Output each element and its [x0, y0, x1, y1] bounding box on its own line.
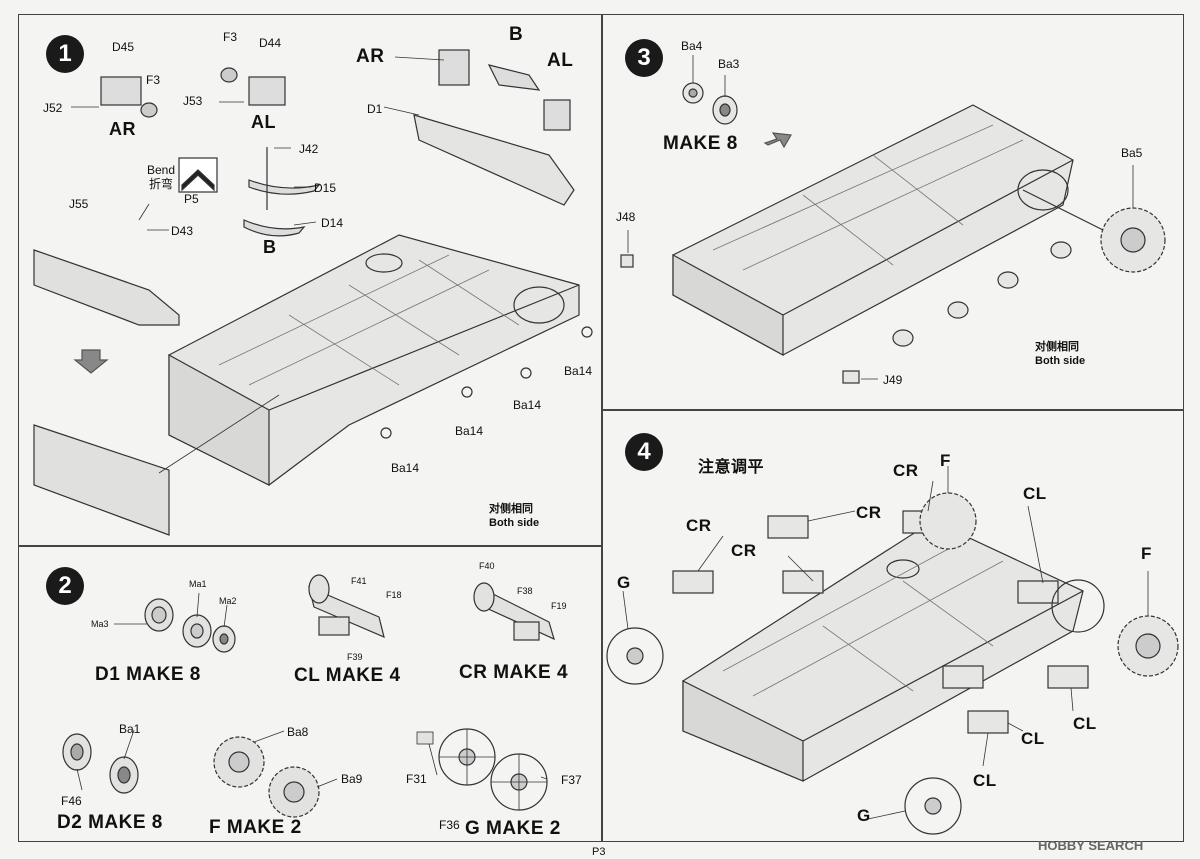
part-label-d1: D1	[367, 102, 383, 116]
caption-g-make-2: G MAKE 2	[465, 818, 561, 839]
d1-subassembly	[413, 114, 575, 206]
part-label-d44: D44	[259, 36, 282, 50]
part-label-f46: F46	[61, 794, 82, 808]
bend-label-cn: 折弯	[149, 177, 174, 191]
subassembly-label-cl: CL	[1021, 729, 1045, 748]
caption-cr-make-4: CR MAKE 4	[459, 662, 569, 683]
part-label-ba5: Ba5	[1121, 146, 1143, 160]
part-label-j42: J42	[299, 142, 319, 156]
part-label-f41: F41	[351, 576, 367, 586]
part-label-ba9: Ba9	[341, 772, 363, 786]
caption-d2-make-8: D2 MAKE 8	[57, 812, 163, 833]
part-label-j48: J48	[616, 210, 636, 224]
step-number: 3	[625, 39, 663, 77]
subassembly-label-cr: CR	[856, 503, 882, 522]
part-label-ba1: Ba1	[119, 722, 141, 736]
part-label-f40: F40	[479, 561, 495, 571]
side-panel-assembled	[33, 424, 170, 536]
subassembly-label-b: B	[509, 24, 524, 45]
part-label-f3: F3	[146, 73, 161, 87]
step-number: 4	[625, 433, 663, 471]
both-side-note: Both side	[489, 517, 540, 529]
part-label-ba14: Ba14	[564, 364, 593, 378]
subassembly-label-cr: CR	[893, 461, 919, 480]
subassembly-label-cl: CL	[1023, 484, 1047, 503]
part-label-f39: F39	[347, 652, 363, 662]
subassembly-label-al: AL	[547, 50, 574, 71]
part-label-ma2: Ma2	[219, 596, 237, 606]
subassembly-label-f: F	[940, 451, 951, 470]
subassembly-label-g: G	[857, 806, 871, 825]
step-2-drawing	[62, 574, 555, 818]
step-4-drawing	[606, 466, 1179, 835]
part-label-ba8: Ba8	[287, 725, 309, 739]
step-number: 1	[46, 35, 84, 73]
step-number: 2	[46, 567, 84, 605]
subassembly-label-cl: CL	[1073, 714, 1097, 733]
part-label-f18: F18	[386, 590, 402, 600]
step-2-panel: 2 Ma1 Ma2 Ma3 F41 F18 F39 F40 F38 F19 D1…	[18, 546, 602, 842]
part-label-j55: J55	[69, 197, 89, 211]
part-label-d14: D14	[321, 216, 344, 230]
part-label-j53: J53	[183, 94, 203, 108]
part-label-ba4: Ba4	[681, 39, 703, 53]
watermark: HOBBY SEARCH	[1038, 838, 1144, 853]
subassembly-label-ar: AR	[356, 46, 385, 67]
part-label-d45: D45	[112, 40, 135, 54]
part-label-f31: F31	[406, 772, 427, 786]
part-label-ba3: Ba3	[718, 57, 740, 71]
down-arrow	[73, 349, 109, 374]
step-3-drawing	[620, 55, 1166, 384]
step-4-panel: 4 注意调平 CR F CL CR CR CR F G CL CL CL G	[602, 410, 1184, 842]
leveling-note-cn: 注意调平	[698, 459, 765, 476]
both-side-note-cn: 对侧相同	[489, 503, 533, 515]
both-side-note: Both side	[1035, 355, 1086, 367]
part-label-f37: F37	[561, 773, 582, 787]
part-label-ma1: Ma1	[189, 579, 207, 589]
part-label-p5: P5	[184, 192, 199, 206]
step-3-panel: 3 Ba4 Ba3 MAKE 8 Ba5 J48 J49 对侧相同 Both s…	[602, 14, 1184, 410]
step-1-drawing	[33, 49, 593, 536]
part-label-d15: D15	[314, 181, 337, 195]
subassembly-label-cr: CR	[686, 516, 712, 535]
subassembly-label-f: F	[1141, 544, 1152, 563]
caption-cl-make-4: CL MAKE 4	[294, 665, 401, 686]
part-label-ma3: Ma3	[91, 619, 109, 629]
caption-f-make-2: F MAKE 2	[209, 817, 302, 838]
side-panel-parts	[33, 249, 180, 326]
caption-make-8: MAKE 8	[663, 133, 738, 154]
part-label-ba14: Ba14	[391, 461, 420, 475]
part-label-f3: F3	[223, 30, 238, 44]
subassembly-label-cl: CL	[973, 771, 997, 790]
part-label-ba14: Ba14	[513, 398, 542, 412]
subassembly-label-cr: CR	[731, 541, 757, 560]
part-label-f38: F38	[517, 586, 533, 596]
part-label-ba14: Ba14	[455, 424, 484, 438]
part-label-d43: D43	[171, 224, 194, 238]
part-label-j52: J52	[43, 101, 63, 115]
caption-d1-make-8: D1 MAKE 8	[95, 664, 201, 685]
subassembly-label-b: B	[263, 237, 277, 257]
part-label-f36: F36	[439, 818, 460, 832]
subassembly-label-ar: AR	[109, 119, 136, 139]
bend-label: Bend	[147, 163, 176, 177]
step-1-panel: 1 D45 F3 J52 AR F3 D44 J53 AL AR B AL D1…	[18, 14, 602, 546]
part-label-f19: F19	[551, 601, 567, 611]
part-label-j49: J49	[883, 373, 903, 387]
page-number: P3	[592, 846, 606, 858]
subassembly-label-g: G	[617, 573, 631, 592]
both-side-note-cn: 对侧相同	[1035, 341, 1079, 353]
direction-arrow	[763, 132, 792, 149]
subassembly-label-al: AL	[251, 112, 276, 132]
